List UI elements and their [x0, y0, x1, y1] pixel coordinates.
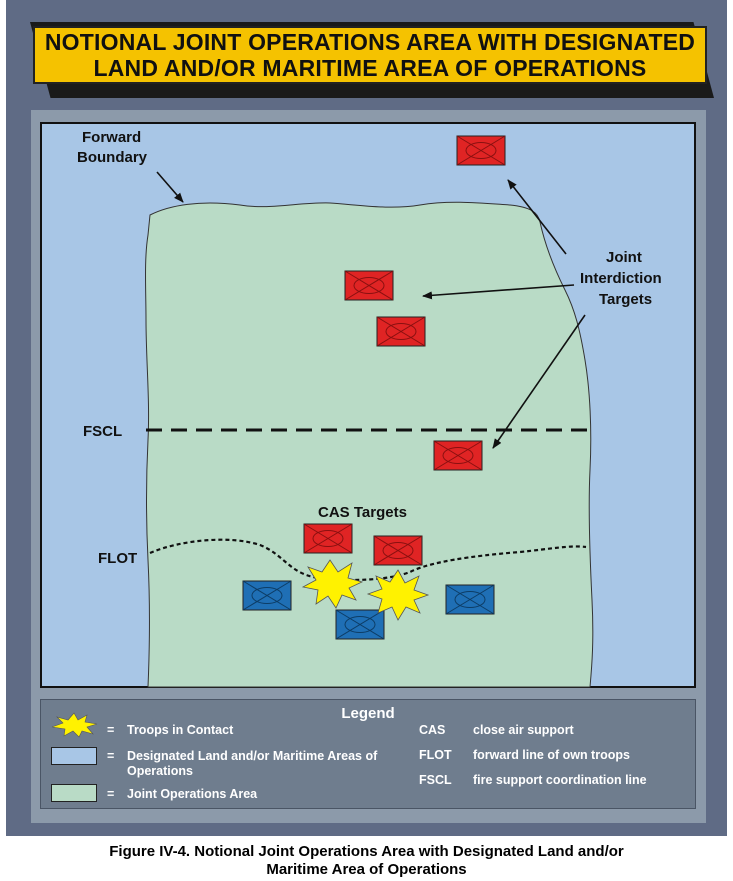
abbr-flot-meaning: forward line of own troops — [473, 748, 630, 762]
enemy-unit-icon — [376, 316, 426, 347]
enemy-unit-icon — [344, 270, 394, 301]
friendly-unit-icon — [335, 609, 385, 640]
interdiction-arrow-bottom — [492, 314, 586, 449]
legend-troops-in-contact-label: Troops in Contact — [127, 723, 234, 737]
friendly-unit-icon — [242, 580, 292, 611]
enemy-unit-icon — [303, 523, 353, 554]
legend-equals-1: = — [107, 723, 115, 737]
joint-interdiction-label-line-1: Joint — [606, 249, 642, 266]
joint-interdiction-label-line-2: Interdiction — [580, 270, 662, 287]
legend-equals-3: = — [107, 787, 115, 801]
joint-interdiction-label-line-3: Targets — [599, 291, 652, 308]
legend-designated-area-label-line-1: Designated Land and/or Maritime Areas of — [127, 749, 378, 763]
interdiction-arrow-top — [507, 179, 567, 255]
legend-title: Legend — [341, 705, 395, 722]
forward-boundary-label-line-1: Forward — [82, 129, 141, 146]
abbr-cas: CAS — [419, 723, 446, 737]
enemy-unit-icon — [373, 535, 423, 566]
legend-designated-area-label-line-2: Operations — [127, 764, 193, 778]
flot-label: FLOT — [98, 550, 137, 567]
abbr-fscl-meaning: fire support coordination line — [473, 773, 647, 787]
title-line-2: LAND AND/OR MARITIME AREA OF OPERATIONS — [93, 55, 647, 81]
figure-caption-line-2: Maritime Area of Operations — [266, 861, 467, 878]
joint-operations-area-swatch — [51, 784, 97, 802]
cas-targets-label: CAS Targets — [318, 504, 407, 521]
interdiction-arrow-middle — [422, 284, 575, 300]
title-line-1: NOTIONAL JOINT OPERATIONS AREA WITH DESI… — [44, 29, 696, 55]
legend-joint-operations-area-label: Joint Operations Area — [127, 787, 258, 801]
abbr-fscl: FSCL — [419, 773, 452, 787]
troops-in-contact-icon — [366, 569, 430, 621]
friendly-unit-icon — [445, 584, 495, 615]
abbr-cas-meaning: close air support — [473, 723, 574, 737]
legend-equals-2: = — [107, 749, 115, 763]
troops-in-contact-icon — [301, 559, 364, 609]
legend-box: Legend = Troops in Contact = Designated … — [40, 699, 696, 809]
enemy-unit-icon — [456, 135, 506, 166]
flot-line — [149, 538, 587, 582]
designated-area-swatch — [51, 747, 97, 765]
abbr-flot: FLOT — [419, 748, 452, 762]
figure-caption-line-1: Figure IV-4. Notional Joint Operations A… — [109, 843, 624, 860]
forward-boundary-arrow — [156, 171, 184, 203]
fscl-label: FSCL — [83, 423, 122, 440]
joint-operations-area-region — [145, 201, 594, 688]
troops-in-contact-legend-icon — [51, 712, 98, 738]
forward-boundary-label-line-2: Boundary — [77, 149, 148, 166]
title-banner: NOTIONAL JOINT OPERATIONS AREA WITH DESI… — [33, 26, 707, 84]
enemy-unit-icon — [433, 440, 483, 471]
